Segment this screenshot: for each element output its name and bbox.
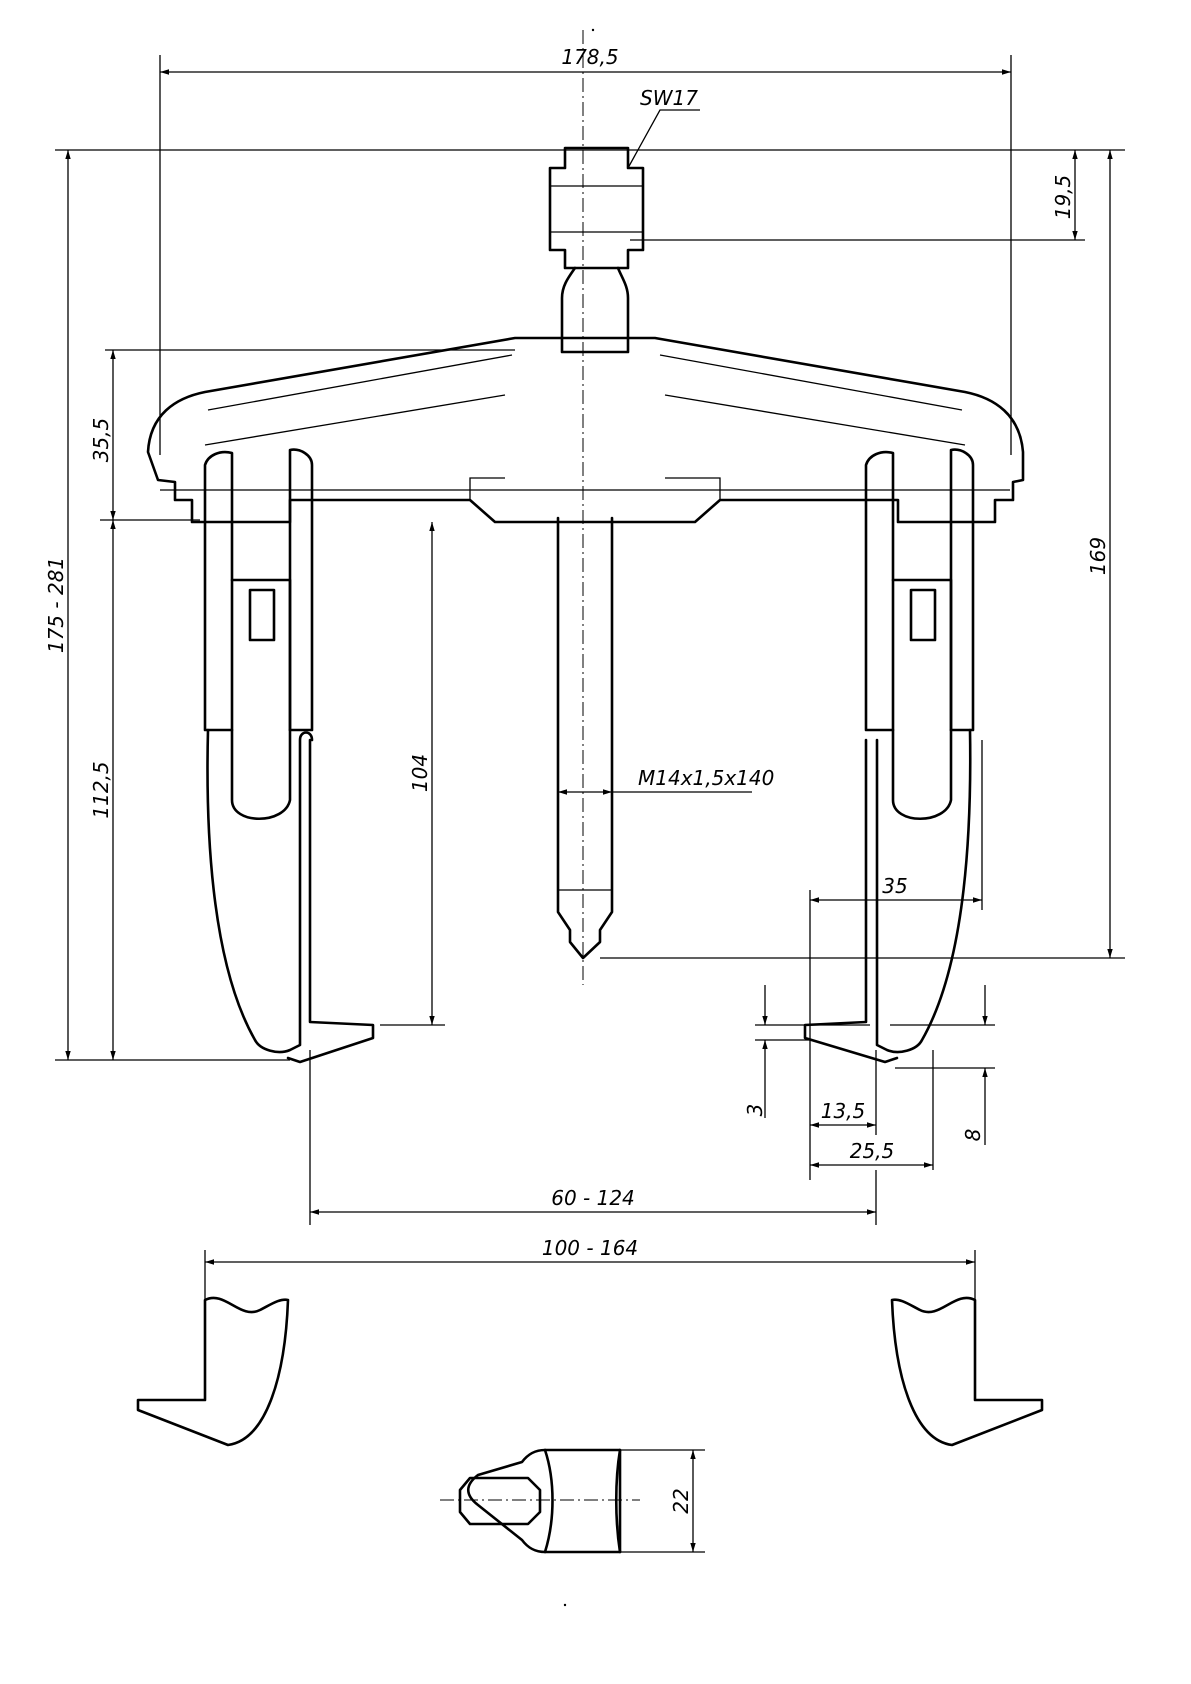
spare-jaw-right [890, 1296, 1044, 1447]
dim-jaw-foot: 8 [961, 1129, 985, 1142]
right-arm [803, 448, 975, 1064]
spare-jaw-left [136, 1296, 290, 1447]
hex-nut [548, 146, 645, 354]
dim-wrench-size: SW17 [640, 86, 698, 110]
dim-jaw-thickness: 22 [669, 1488, 693, 1513]
dim-overall-height: 175 - 281 [44, 557, 68, 653]
reference-dot-top [591, 28, 595, 32]
dim-overall-width: 178,5 [561, 45, 618, 69]
dim-jaw-width-outer: 25,5 [850, 1139, 895, 1163]
reference-dot-bottom [563, 1603, 567, 1607]
dim-arm-length: 112,5 [89, 761, 113, 818]
dim-spindle-height: 169 [1086, 537, 1110, 575]
dimensions: 178,5 SW17 19,5 169 35,5 175 - 281 112,5… [44, 45, 1125, 1553]
dim-jaw-depth: 35 [882, 874, 907, 898]
dim-nut-height: 19,5 [1051, 175, 1075, 220]
dim-inner-span: 60 - 124 [551, 1186, 635, 1210]
dim-jaw-width-inner: 13,5 [821, 1099, 866, 1123]
dim-spindle-thread: M14x1,5x140 [638, 766, 774, 790]
dim-outer-span: 100 - 164 [542, 1236, 638, 1260]
jaw-top-view [458, 1448, 622, 1554]
spindle [556, 516, 614, 960]
dim-head-height: 35,5 [89, 418, 113, 463]
dim-jaw-tip: 3 [743, 1104, 767, 1117]
left-arm [203, 448, 375, 1064]
puller-body [146, 336, 1025, 524]
dim-reach: 104 [408, 754, 432, 792]
